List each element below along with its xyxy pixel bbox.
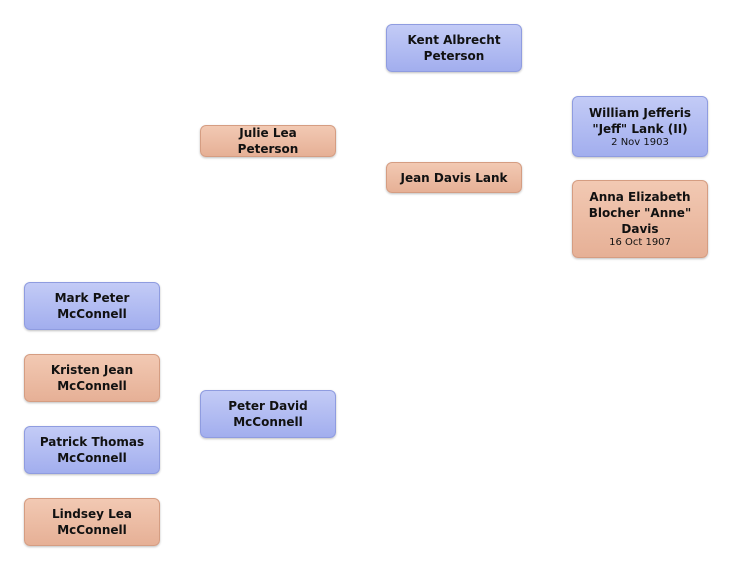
person-name: Kristen Jean McConnell — [50, 363, 134, 393]
person-name: Julie Lea Peterson — [237, 126, 299, 156]
person-kristen-jean-mcconnell[interactable]: Kristen Jean McConnell — [24, 354, 160, 402]
person-patrick-thomas-mcconnell[interactable]: Patrick Thomas McConnell — [24, 426, 160, 474]
birth-date: 2 Nov 1903 — [611, 136, 669, 148]
person-name: Jean Davis Lank — [400, 170, 508, 185]
person-jean-davis-lank[interactable]: Jean Davis Lank — [386, 162, 522, 193]
person-name: Lindsey Lea McConnell — [51, 507, 133, 537]
person-name: Mark Peter McConnell — [54, 291, 130, 321]
person-name: William Jefferis "Jeff" Lank (II) — [588, 105, 692, 136]
person-name: Kent Albrecht Peterson — [407, 33, 501, 63]
person-lindsey-lea-mcconnell[interactable]: Lindsey Lea McConnell — [24, 498, 160, 546]
person-name: Peter David McConnell — [228, 399, 308, 429]
person-julie-lea-peterson[interactable]: Julie Lea Peterson — [200, 125, 336, 157]
person-william-jefferis-lank[interactable]: William Jefferis "Jeff" Lank (II) 2 Nov … — [572, 96, 708, 157]
person-peter-david-mcconnell[interactable]: Peter David McConnell — [200, 390, 336, 438]
person-name: Anna Elizabeth Blocher "Anne" Davis — [588, 190, 692, 236]
birth-date: 16 Oct 1907 — [609, 237, 671, 248]
person-mark-peter-mcconnell[interactable]: Mark Peter McConnell — [24, 282, 160, 330]
person-anna-elizabeth-davis[interactable]: Anna Elizabeth Blocher "Anne" Davis 16 O… — [572, 180, 708, 258]
person-kent-albrecht-peterson[interactable]: Kent Albrecht Peterson — [386, 24, 522, 72]
person-name: Patrick Thomas McConnell — [39, 435, 145, 465]
